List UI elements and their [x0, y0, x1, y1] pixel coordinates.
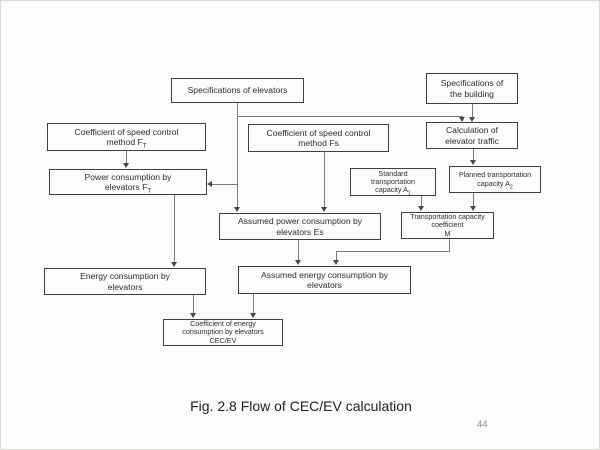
node-specifications-of-elevators: Specifications of elevators	[171, 78, 304, 103]
node-power-consumption-ft: Power consumption by elevators FT	[49, 169, 207, 195]
node-label: Standard transportation capacity A1	[371, 168, 415, 197]
connector-coef-fs-to-es-arrowhead	[321, 207, 327, 212]
connector-a1-to-m	[421, 196, 422, 206]
connector-es-to-assumed-energy	[298, 240, 299, 260]
connector-energy-to-cecev-arrowhead	[190, 313, 196, 318]
connector-m-to-assumed-energy	[336, 251, 337, 260]
node-label: Calculation of elevator traffic	[445, 125, 499, 146]
node-coefficient-speed-control-fs: Coefficient of speed control method Fs	[248, 124, 389, 152]
node-transportation-capacity-coefficient-m: Transportation capacity coefficient M	[401, 212, 494, 239]
connector-m-to-assumed-energy-arrowhead	[333, 260, 339, 265]
node-standard-transportation-capacity-a1: Standard transportation capacity A1	[350, 168, 436, 196]
connector-m-to-assumed-energy	[449, 239, 450, 251]
node-label: Energy consumption by elevators	[80, 271, 170, 292]
connector-calc-traffic-to-a2-arrowhead	[470, 160, 476, 165]
connector-power-ft-to-energy	[174, 195, 175, 262]
node-label: Specifications of elevators	[187, 85, 288, 96]
node-label: Planned transportation capacity A2	[458, 170, 532, 190]
node-calculation-elevator-traffic: Calculation of elevator traffic	[426, 122, 518, 149]
connector-coef-ft-to-power-ft-arrowhead	[123, 163, 129, 168]
connector-m-to-assumed-energy	[336, 251, 450, 252]
connector-es-to-assumed-energy-arrowhead	[295, 260, 301, 265]
node-coefficient-energy-consumption-cecev: Coefficient of energy consumption by ele…	[163, 319, 283, 346]
node-label: Coefficient of speed control method Fs	[266, 127, 371, 148]
connector-power-ft-to-energy-arrowhead	[171, 262, 177, 267]
node-specifications-of-building: Specifications of the building	[426, 73, 518, 104]
node-coefficient-speed-control-ft: Coefficient of speed control method FT	[47, 123, 206, 151]
connector-assumed-energy-to-cecev-arrowhead	[250, 313, 256, 318]
node-label: Coefficient of speed control method FT	[74, 126, 179, 150]
connector-energy-to-cecev	[193, 295, 194, 313]
node-label: Assumed power consumption by elevators E…	[237, 216, 363, 237]
connector-spec-elevators-to-es-arrowhead	[234, 207, 240, 212]
node-assumed-energy-consumption: Assumed energy consumption by elevators	[238, 266, 411, 294]
node-label: Power consumption by elevators FT	[84, 171, 172, 195]
connector-spec-elevators-to-power-ft	[211, 184, 238, 185]
subscript: 2	[509, 183, 513, 190]
connector-spec-elevators-to-calc-traffic	[237, 116, 463, 117]
connector-spec-elevators-to-es	[237, 103, 238, 207]
connector-spec-elevators-to-calc-traffic-arrowhead	[459, 116, 465, 122]
page-number: 44	[477, 419, 488, 430]
figure-caption: Fig. 2.8 Flow of CEC/EV calculation	[190, 398, 412, 414]
subscript: T	[142, 142, 147, 150]
connector-coef-fs-to-es	[324, 152, 325, 207]
connector-spec-building-to-calc-traffic	[472, 104, 473, 117]
node-assumed-power-consumption-es: Assumed power consumption by elevators E…	[219, 213, 381, 240]
connector-coef-ft-to-power-ft	[126, 151, 127, 163]
connector-calc-traffic-to-a2	[473, 149, 474, 160]
connector-spec-elevators-to-power-ft-arrowhead	[207, 181, 212, 187]
connector-a1-to-m-arrowhead	[418, 206, 424, 211]
subscript: 1	[407, 190, 411, 197]
node-label: Specifications of the building	[440, 78, 504, 99]
node-label: Assumed energy consumption by elevators	[260, 269, 389, 290]
node-planned-transportation-capacity-a2: Planned transportation capacity A2	[449, 166, 541, 193]
subscript: T	[147, 187, 152, 195]
connector-assumed-energy-to-cecev	[253, 294, 254, 313]
connector-a2-to-m	[473, 193, 474, 206]
node-energy-consumption: Energy consumption by elevators	[44, 268, 206, 295]
node-label: Transportation capacity coefficient M	[410, 212, 485, 238]
connector-spec-building-to-calc-traffic-arrowhead	[469, 116, 475, 122]
connector-a2-to-m-arrowhead	[470, 206, 476, 211]
node-label: Coefficient of energy consumption by ele…	[182, 319, 264, 345]
